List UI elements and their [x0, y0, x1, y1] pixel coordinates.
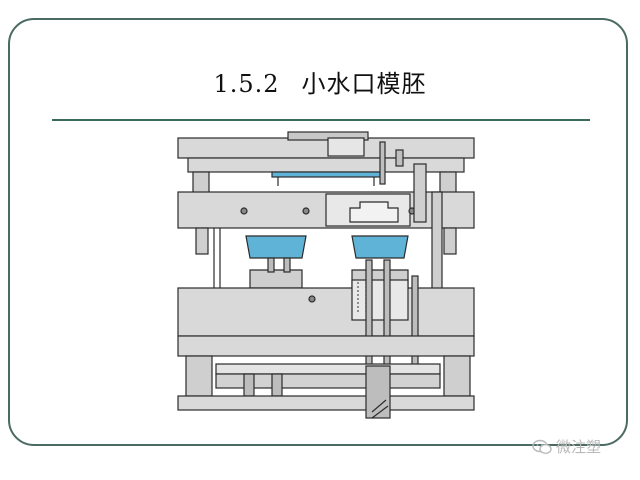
guide-pin-right-top [439, 171, 457, 195]
support-pin [395, 149, 404, 167]
tie-rod-right [413, 163, 427, 223]
wechat-icon [532, 439, 552, 454]
core-plate [177, 287, 475, 337]
guide-pin-left-top [192, 171, 210, 195]
wechat-watermark: 微注塑 [532, 436, 601, 457]
ejector-retainer-plate [215, 363, 441, 375]
molded-part-right [351, 235, 409, 259]
ejector-rod [365, 365, 391, 419]
support-plate [177, 335, 475, 357]
section-title: 小水口模胚 [301, 70, 427, 98]
spacer-block-left [185, 355, 213, 397]
tie-rod-long [431, 191, 443, 303]
sprue-bushing-head [327, 137, 365, 157]
guide-pillar-left [195, 227, 209, 255]
guide-pillar-right [443, 227, 457, 255]
section-number: 1.5.2 [213, 70, 280, 98]
molded-part-left [245, 235, 307, 259]
puller-pin [379, 141, 386, 185]
spacer-block-right [443, 355, 471, 397]
slide-title: 1.5.2 小水口模胚 [0, 64, 640, 99]
core-left [249, 269, 303, 289]
top-clamp-plate [177, 137, 475, 159]
title-underline [52, 119, 590, 121]
watermark-text: 微注塑 [556, 438, 602, 456]
bottom-clamp-plate [177, 395, 475, 411]
runner [271, 171, 381, 178]
return-pin-left [243, 373, 255, 397]
return-pin-right [271, 373, 283, 397]
